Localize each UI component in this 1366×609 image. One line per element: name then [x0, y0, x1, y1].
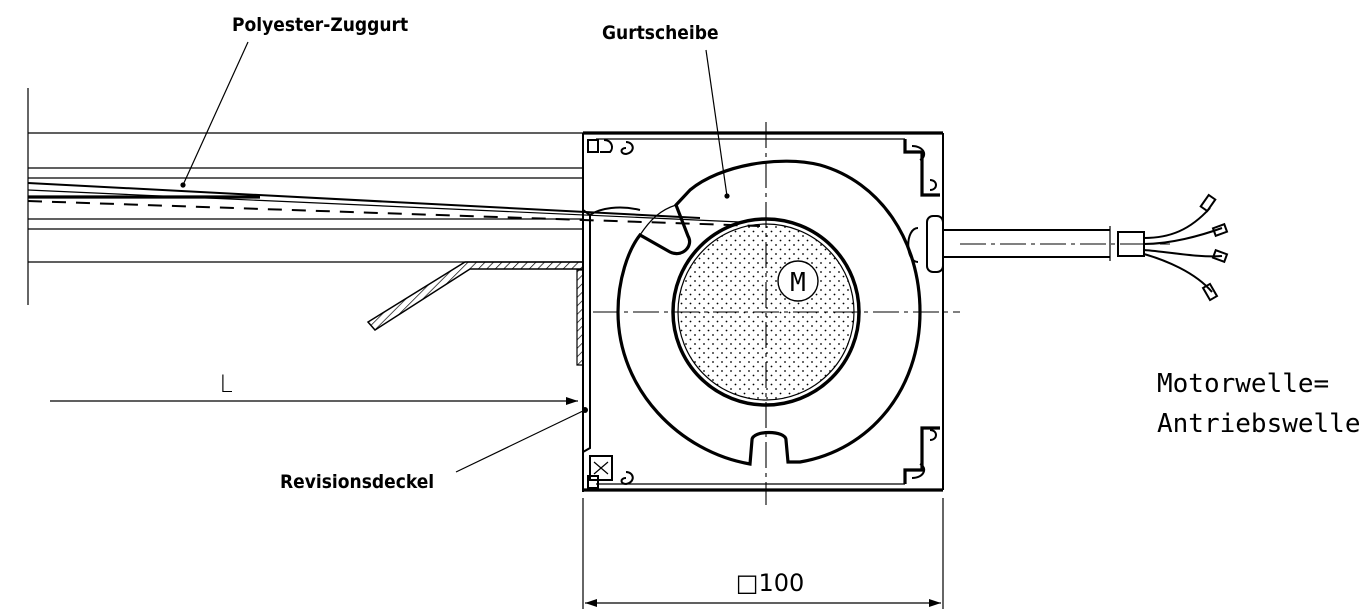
width-dimension-value: □100	[736, 569, 805, 597]
belt-pulley	[616, 159, 922, 466]
center-lines	[593, 122, 1170, 505]
cable-assembly	[907, 193, 1229, 302]
shaft-label-line2: Antriebswelle	[1157, 409, 1361, 439]
cover-callout: Revisionsdeckel	[280, 471, 434, 493]
shaft-label-line1: Motorwelle=	[1157, 369, 1329, 399]
square-symbol: □	[736, 569, 759, 597]
belt-callout: Polyester-Zuggurt	[232, 14, 408, 36]
leader-lines	[182, 41, 730, 473]
motor-symbol: M	[790, 268, 806, 298]
length-label: L	[219, 370, 232, 398]
dimension-number: 100	[758, 569, 804, 597]
width-dimension	[582, 498, 944, 609]
pulley-callout: Gurtscheibe	[602, 22, 719, 44]
rail-profile	[27, 88, 584, 331]
motor-housing	[576, 131, 944, 492]
